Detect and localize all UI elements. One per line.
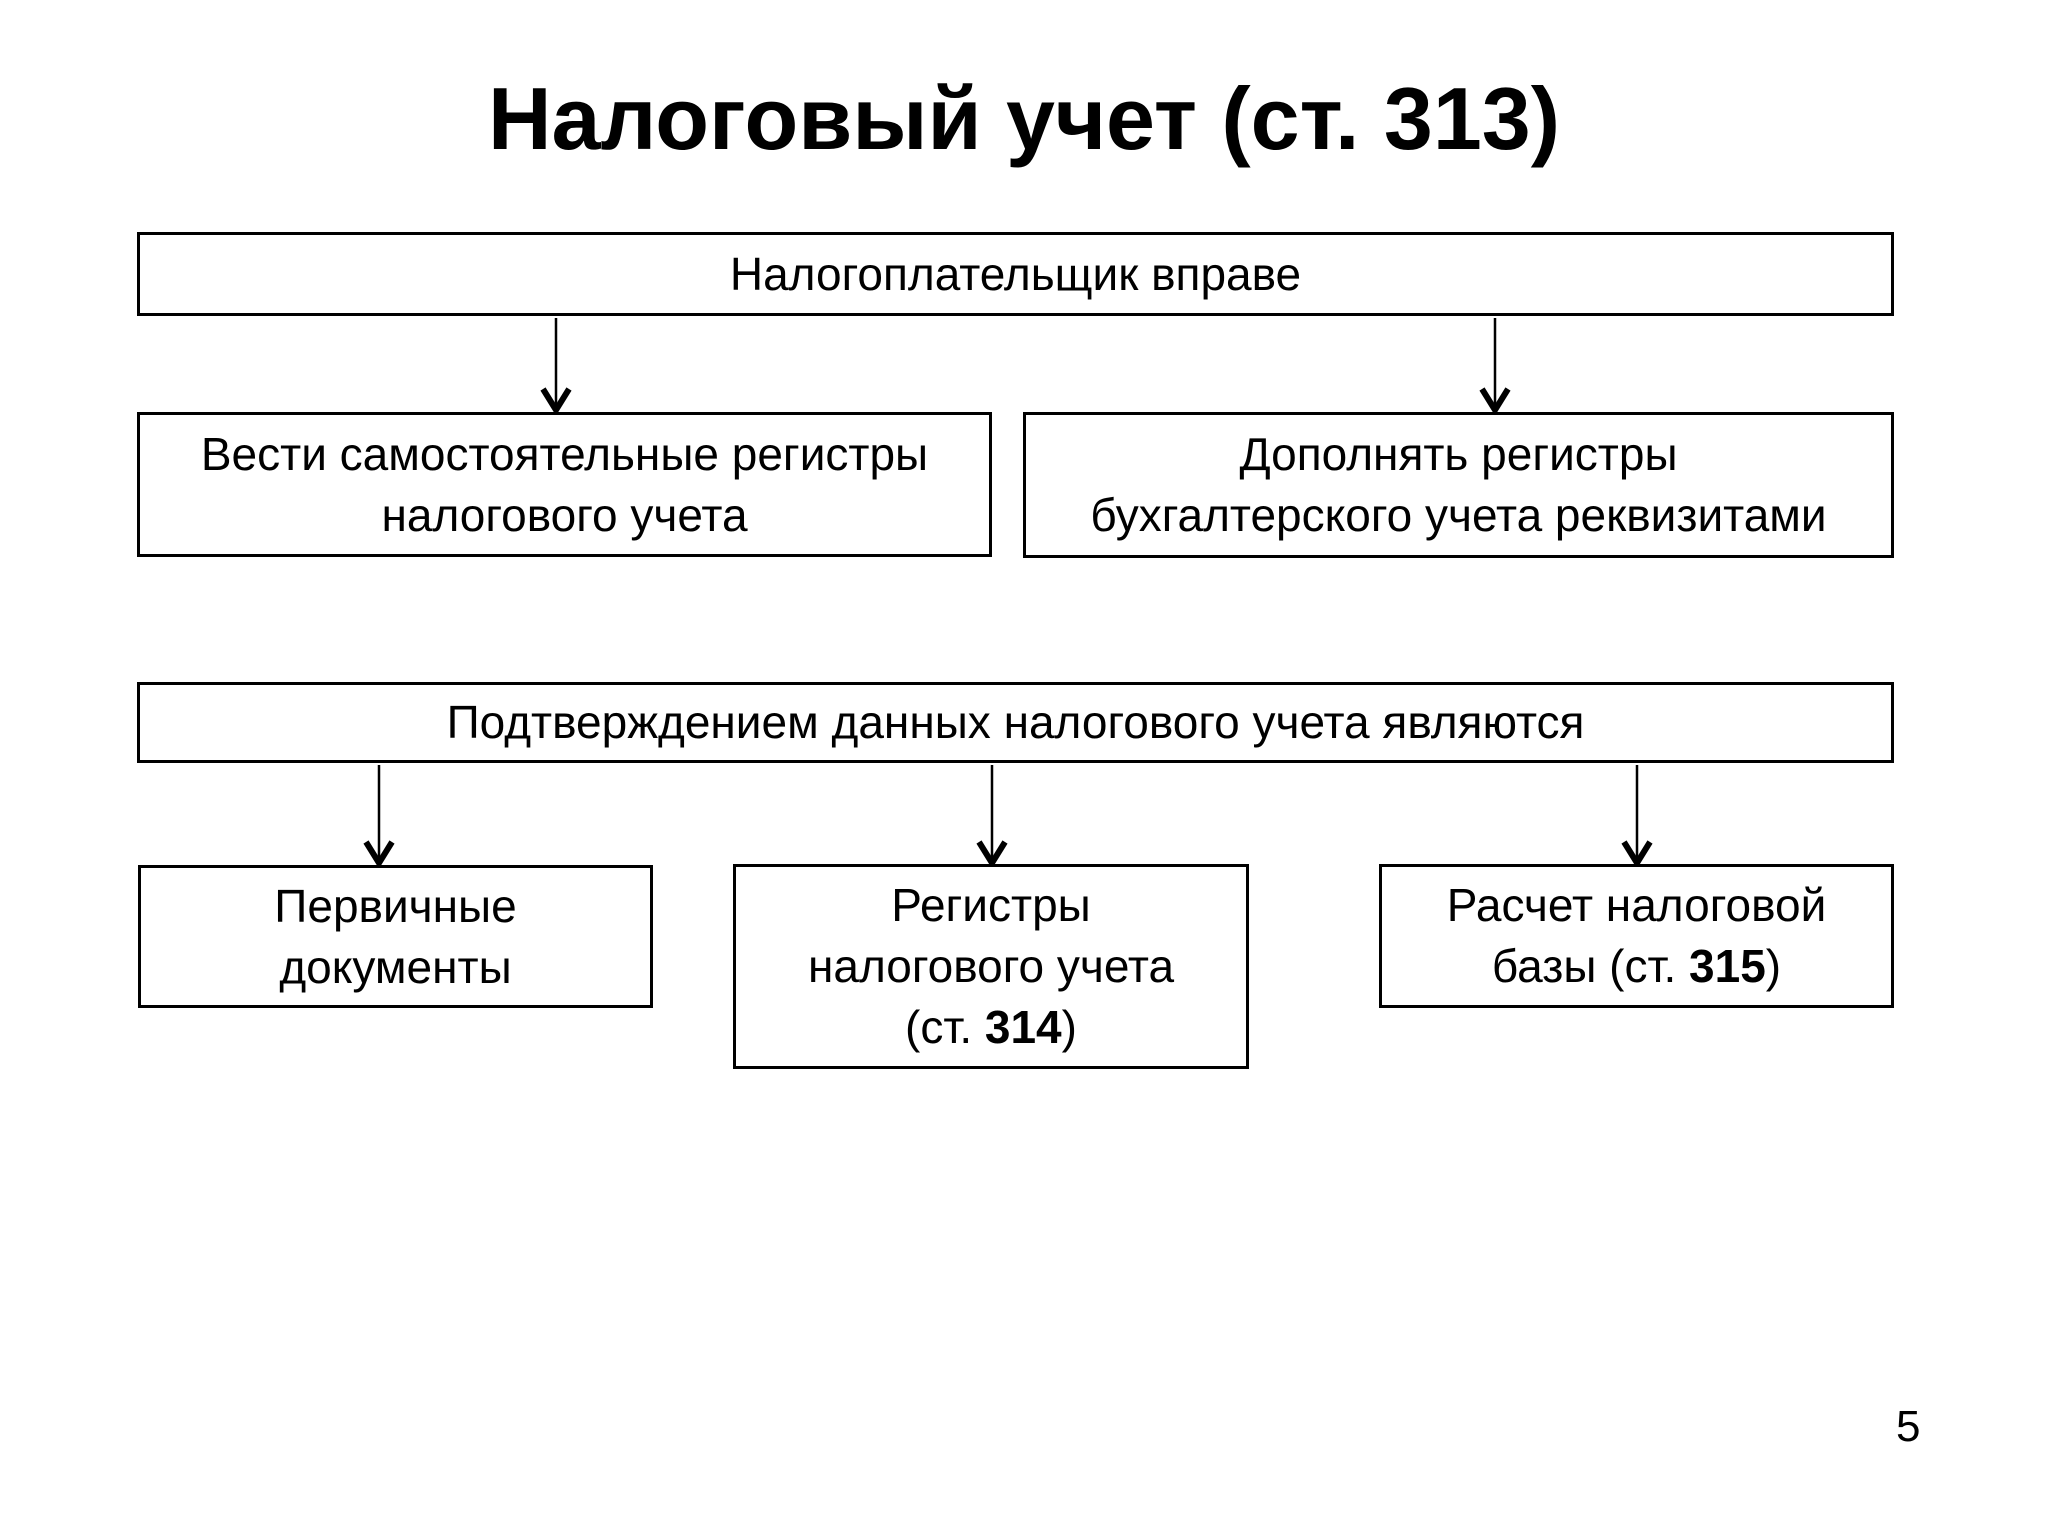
down-arrow-icon: [1479, 318, 1511, 412]
box-own-tax-registers-line2: налогового учета: [381, 488, 748, 541]
down-arrow-icon: [540, 318, 572, 412]
article-suffix: ): [1765, 940, 1782, 992]
box-tax-registers-line1: Регистры: [891, 879, 1091, 932]
down-arrow-icon: [363, 765, 395, 865]
article-prefix: (ст.: [905, 1000, 985, 1053]
article-number: 314: [984, 1000, 1062, 1053]
box-primary-documents: Первичные документы: [138, 865, 653, 1008]
box-tax-registers: Регистры налогового учета (ст. 314): [733, 864, 1249, 1069]
page-number: 5: [1896, 1402, 1921, 1451]
box-supplement-accounting-registers: Дополнять регистры бухгалтерского учета …: [1023, 412, 1894, 558]
article-suffix: ): [1061, 1000, 1077, 1053]
box-primary-documents-line2: документы: [279, 940, 512, 993]
box-tax-base-calculation: Расчет налоговой базы (ст. 315): [1379, 864, 1894, 1008]
box-supplement-accounting-registers-line1: Дополнять регистры: [1239, 428, 1678, 481]
box-confirmation-label: Подтверждением данных налогового учета я…: [446, 696, 1585, 749]
down-arrow-icon: [976, 765, 1008, 865]
box-primary-documents-line1: Первичные: [274, 879, 517, 932]
box-taxpayer-right: Налогоплательщик вправе: [137, 232, 1894, 316]
article-prefix: базы (ст.: [1491, 940, 1690, 992]
down-arrow-icon: [1621, 765, 1653, 865]
box-tax-registers-line2: налогового учета: [807, 940, 1175, 993]
box-taxpayer-right-label: Налогоплательщик вправе: [729, 247, 1302, 300]
box-tax-base-calculation-line1: Расчет налоговой: [1446, 879, 1827, 932]
box-own-tax-registers: Вести самостоятельные регистры налоговог…: [137, 412, 992, 557]
box-supplement-accounting-registers-line2: бухгалтерского учета реквизитами: [1090, 489, 1827, 541]
box-tax-registers-article-line: (ст. 314): [905, 997, 1077, 1058]
article-number: 315: [1689, 940, 1766, 992]
box-tax-base-calculation-article-line: базы (ст. 315): [1492, 936, 1781, 997]
box-confirmation: Подтверждением данных налогового учета я…: [137, 682, 1894, 763]
box-own-tax-registers-line1: Вести самостоятельные регистры: [200, 427, 929, 480]
slide-title: Налоговый учет (ст. 313): [487, 69, 1561, 168]
